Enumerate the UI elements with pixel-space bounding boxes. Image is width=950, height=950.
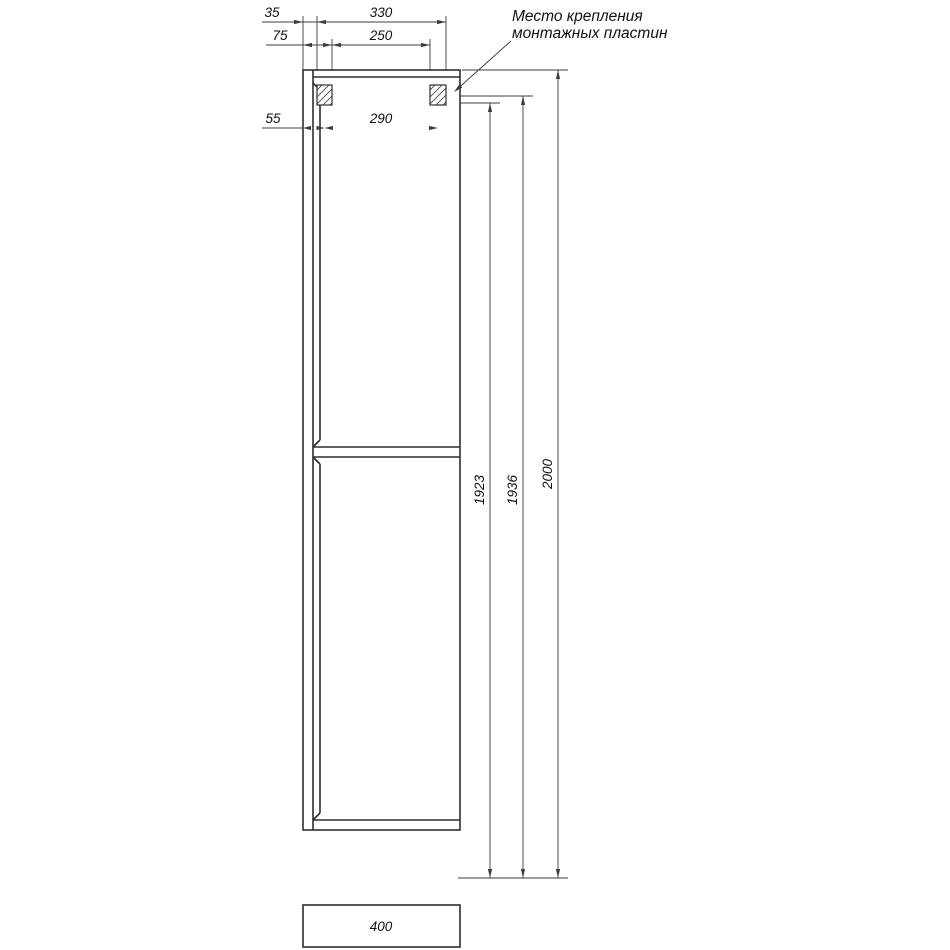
top-view-outline	[302, 904, 461, 948]
upper-door-bottom-chamfer	[312, 439, 321, 448]
plate-hatching	[316, 84, 447, 106]
dim-label-55: 55	[265, 111, 281, 126]
arrow	[317, 19, 326, 25]
dim-label-75: 75	[272, 28, 288, 43]
arrow	[421, 42, 430, 48]
lower-door-bottom-chamfer	[312, 812, 321, 821]
arrow	[487, 869, 493, 878]
dim-label-400: 400	[370, 919, 393, 934]
dim-label-1923: 1923	[472, 474, 487, 505]
cabinet-outline	[302, 69, 461, 831]
arrow	[555, 70, 561, 79]
dimension-labels: 35 330 75 250 55 290 1923 1936 2000 400 …	[264, 5, 667, 934]
leader-line	[453, 40, 512, 93]
arrow	[316, 125, 325, 131]
dim-label-2000: 2000	[540, 458, 555, 490]
arrow	[437, 19, 446, 25]
arrow	[429, 125, 438, 131]
note-line-2: монтажных пластин	[512, 25, 668, 42]
dim-label-330: 330	[370, 5, 393, 20]
lower-door-top-chamfer	[312, 456, 321, 465]
dim-label-250: 250	[369, 28, 393, 43]
dim-label-35: 35	[264, 5, 280, 20]
dim-label-290: 290	[369, 111, 393, 126]
cabinet-body	[302, 69, 461, 831]
arrow	[303, 125, 311, 131]
arrow	[323, 42, 332, 48]
arrow	[555, 869, 561, 878]
arrow	[324, 125, 333, 131]
bottom-top-view	[302, 904, 461, 948]
mounting-plates	[316, 84, 447, 106]
arrow	[487, 103, 493, 112]
arrow	[520, 869, 526, 878]
arrow	[303, 42, 312, 48]
arrow	[294, 19, 303, 25]
arrow	[520, 96, 526, 105]
leader-arrow	[454, 84, 463, 92]
note-line-1: Место крепления	[512, 8, 643, 25]
arrow	[332, 42, 341, 48]
dim-label-1936: 1936	[505, 474, 520, 505]
